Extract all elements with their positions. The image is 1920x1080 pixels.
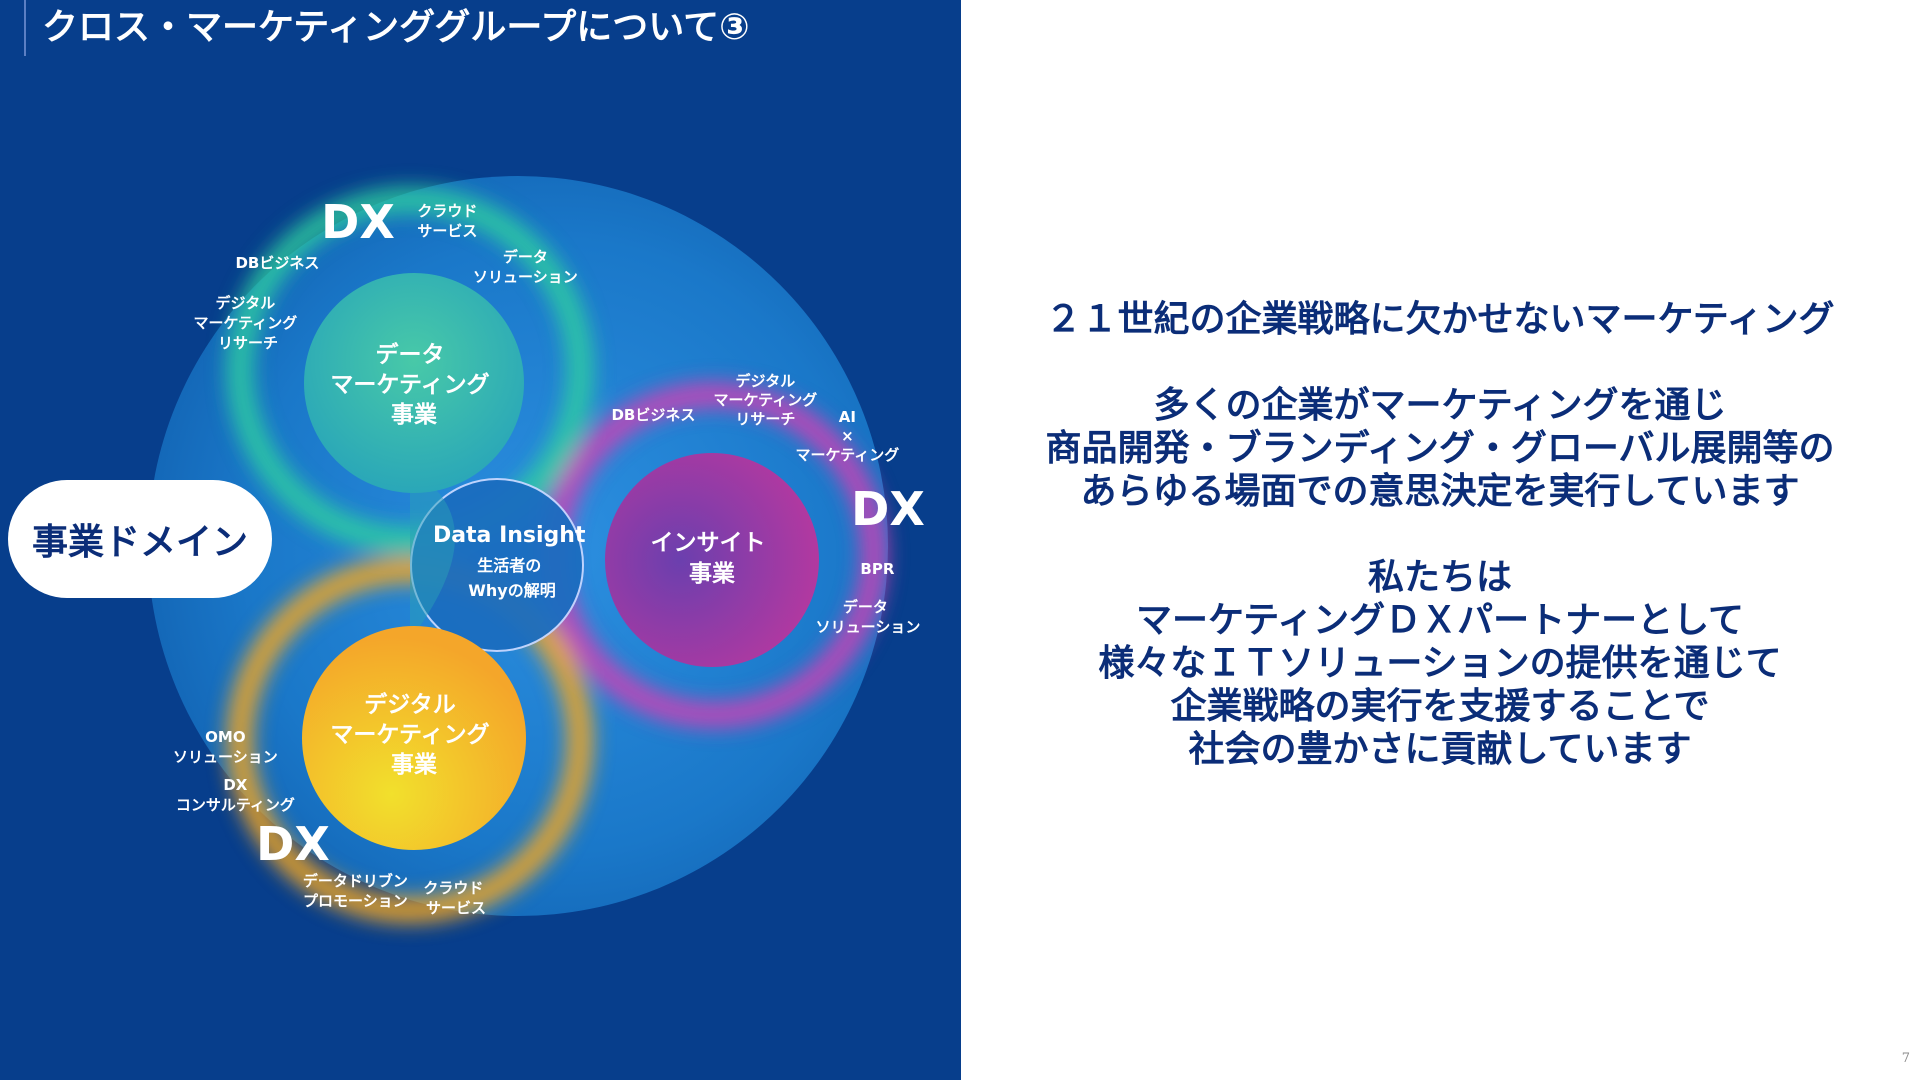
business-domain-pill: 事業ドメイン [8, 480, 272, 598]
circle-data-marketing-label: データ マーケティング 事業 [330, 341, 497, 428]
page-number: 7 [1901, 1051, 1910, 1066]
message-line: ２１世紀の企業戦略に欠かせないマーケティング [1045, 299, 1835, 340]
circle-data-marketing [304, 273, 524, 493]
left-panel: データ マーケティング 事業 インサイト 事業 デジタル マーケティング 事業 … [0, 0, 961, 1080]
message-line: 社会の豊かさに貢献しています [1188, 729, 1692, 770]
business-domain-diagram: データ マーケティング 事業 インサイト 事業 デジタル マーケティング 事業 … [148, 176, 925, 923]
message-line: マーケティングＤＸパートナーとして [1135, 600, 1745, 641]
labels-bottom: OMO ソリューション DX コンサルティング データドリブン プロモーション … [173, 728, 489, 917]
labels-top: クラウド サービス DBビジネス データ ソリューション デジタル マーケティン… [193, 202, 582, 352]
message-line: 多くの企業がマーケティングを通じ [1153, 385, 1727, 426]
dx-label-bottom: DX [256, 817, 330, 871]
message-line: 様々なＩＴソリューションの提供を通じて [1098, 643, 1782, 684]
dx-label-top: DX [321, 195, 395, 249]
circle-insight [605, 453, 819, 667]
message-paragraph-1: ２１世紀の企業戦略に欠かせないマーケティング [1000, 298, 1880, 341]
circle-insight-label: インサイト 事業 [650, 530, 773, 587]
message-block: ２１世紀の企業戦略に欠かせないマーケティング 多くの企業がマーケティングを通じ … [1000, 298, 1880, 814]
business-domain-label: 事業ドメイン [31, 522, 248, 563]
page-title: クロス・マーケティンググループについて③ [42, 7, 750, 48]
labels-right: デジタル マーケティング リサーチ DBビジネス AI × マーケティング BP… [611, 372, 920, 636]
message-line: 商品開発・ブランディング・グローバル展開等の [1045, 428, 1835, 469]
center-label: Data Insight 生活者の Whyの解明 [433, 523, 591, 600]
message-paragraph-3: 私たちは マーケティングＤＸパートナーとして 様々なＩＴソリューションの提供を通… [1000, 556, 1880, 771]
message-line: 企業戦略の実行を支援することで [1170, 686, 1710, 727]
connector-blobs [410, 470, 584, 652]
message-line: 私たちは [1367, 557, 1512, 598]
circle-digital-marketing [302, 626, 526, 850]
message-line: あらゆる場面での意思決定を実行しています [1080, 471, 1800, 512]
message-paragraph-2: 多くの企業がマーケティングを通じ 商品開発・ブランディング・グローバル展開等の … [1000, 384, 1880, 513]
title-bar: クロス・マーケティンググループについて③ [24, 0, 750, 56]
circle-digital-marketing-label: デジタル マーケティング 事業 [330, 691, 497, 778]
dx-label-right: DX [851, 482, 925, 536]
